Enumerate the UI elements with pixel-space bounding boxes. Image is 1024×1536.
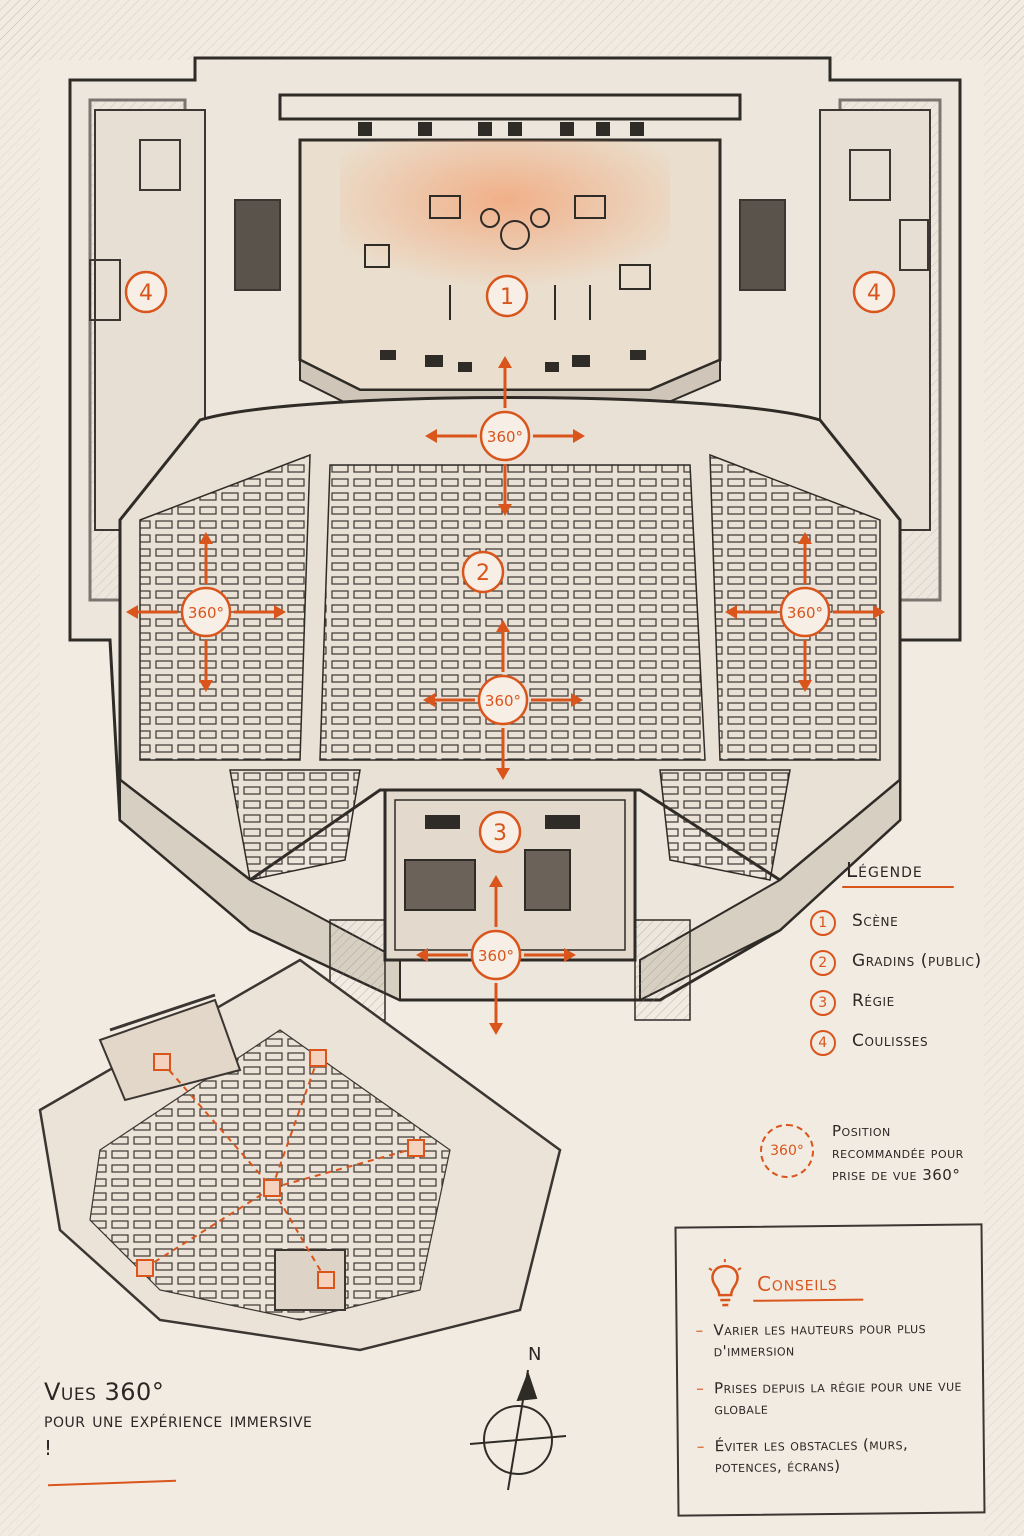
- caption-line-1: Vues 360°: [44, 1378, 165, 1406]
- arrow-head-icon: [416, 948, 428, 962]
- view-360-label: 360°: [487, 428, 523, 446]
- legend-360-entry: 360° Position recommandée pour prise de …: [760, 1120, 982, 1186]
- stage: [278, 93, 742, 411]
- tips-title: Conseils: [756, 1270, 838, 1296]
- arrow-head-icon: [873, 605, 885, 619]
- legend-360-description: Position recommandée pour prise de vue 3…: [832, 1122, 964, 1184]
- arrow-head-icon: [425, 429, 437, 443]
- tip-text: Prises depuis la régie pour une vue glob…: [713, 1376, 962, 1419]
- view-360-badge: [479, 410, 531, 462]
- area-marker-1-label: 1: [500, 285, 514, 310]
- legend-label: Scène: [852, 911, 899, 931]
- area-marker-4-left: 4: [124, 270, 168, 314]
- view-360-badge: [470, 929, 522, 981]
- legend-item: 1 Scène: [810, 910, 1020, 936]
- isometric-inset: [38, 958, 562, 1352]
- area-marker-1: 1: [485, 274, 529, 318]
- tips-list: –Varier les hauteurs pour plus d'immersi…: [695, 1317, 977, 1494]
- legend-item: 3 Régie: [810, 990, 1020, 1016]
- arrow-head-icon: [564, 948, 576, 962]
- view-markers: 360° 360° 360° 360° 360°: [126, 356, 885, 1035]
- legend-number-badge: 3: [810, 990, 836, 1016]
- compass-icon: [469, 1369, 567, 1491]
- view-360-label: 360°: [787, 604, 823, 622]
- legend-label: Coulisses: [852, 1031, 929, 1051]
- legend-list: 1 Scène 2 Gradins (public) 3 Régie 4 Cou…: [810, 910, 1020, 1070]
- arrow-head-icon: [571, 693, 583, 707]
- arrow-head-icon: [573, 429, 585, 443]
- tip-text: Éviter les obstacles (murs, potences, éc…: [714, 1435, 909, 1477]
- tip-text: Varier les hauteurs pour plus d'immersio…: [713, 1318, 927, 1361]
- camera-360-icon: 360°: [760, 1124, 814, 1178]
- caption-line-2: pour une expérience immersive !: [44, 1408, 313, 1460]
- view-360-badge: [180, 586, 232, 638]
- arrow-head-icon: [489, 1023, 503, 1035]
- tips-title-underline: [753, 1298, 864, 1302]
- caption: Vues 360° pour une expérience immersive …: [44, 1378, 324, 1462]
- arrow-head-icon: [496, 620, 510, 632]
- compass-north-label: N: [528, 1344, 542, 1365]
- tips-panel: Conseils –Varier les hauteurs pour plus …: [674, 1223, 986, 1517]
- arrow-head-icon: [126, 605, 138, 619]
- view-360-marker: 360°: [425, 356, 585, 516]
- arrow-head-icon: [498, 356, 512, 368]
- view-360-marker: 360°: [725, 532, 885, 692]
- tip-item: –Prises depuis la régie pour une vue glo…: [696, 1375, 976, 1420]
- legend-label: Régie: [852, 991, 895, 1011]
- arrow-head-icon: [798, 680, 812, 692]
- lightbulb-icon: [708, 1259, 742, 1307]
- area-marker-2-label: 2: [476, 561, 490, 586]
- arrow-head-icon: [798, 532, 812, 544]
- legend-number-badge: 2: [810, 950, 836, 976]
- arrow-head-icon: [199, 680, 213, 692]
- arrow-head-icon: [274, 605, 286, 619]
- legend-label: Gradins (public): [852, 951, 982, 971]
- view-360-marker: 360°: [126, 532, 286, 692]
- tip-item: –Varier les hauteurs pour plus d'immersi…: [695, 1317, 975, 1362]
- arrow-head-icon: [496, 768, 510, 780]
- area-marker-4-right-label: 4: [867, 281, 881, 306]
- arrow-head-icon: [489, 875, 503, 887]
- arrow-head-icon: [199, 532, 213, 544]
- tip-item: –Éviter les obstacles (murs, potences, é…: [697, 1433, 977, 1478]
- legend-number-badge: 4: [810, 1030, 836, 1056]
- legend-item: 4 Coulisses: [810, 1030, 1020, 1056]
- edge-hatching: [0, 0, 1024, 60]
- view-360-label: 360°: [485, 692, 521, 710]
- legend-item: 2 Gradins (public): [810, 950, 1020, 976]
- area-marker-4-left-label: 4: [139, 281, 153, 306]
- area-marker-3-label: 3: [493, 821, 507, 846]
- area-marker-4-right: 4: [852, 270, 896, 314]
- seating-tiers: [118, 396, 902, 1002]
- arrow-head-icon: [725, 605, 737, 619]
- view-360-marker: 360°: [416, 875, 576, 1035]
- view-360-label: 360°: [478, 947, 514, 965]
- area-marker-3: 3: [478, 810, 522, 854]
- view-360-label: 360°: [188, 604, 224, 622]
- view-360-badge: [779, 586, 831, 638]
- legend-number-badge: 1: [810, 910, 836, 936]
- arrow-head-icon: [498, 504, 512, 516]
- arrow-head-icon: [423, 693, 435, 707]
- legend-title: Légende: [846, 858, 923, 882]
- view-360-badge: [477, 674, 529, 726]
- area-marker-2: 2: [461, 550, 505, 594]
- backstage-right: [739, 109, 931, 531]
- view-360-marker: 360°: [423, 620, 583, 780]
- legend-title-underline: [842, 886, 954, 888]
